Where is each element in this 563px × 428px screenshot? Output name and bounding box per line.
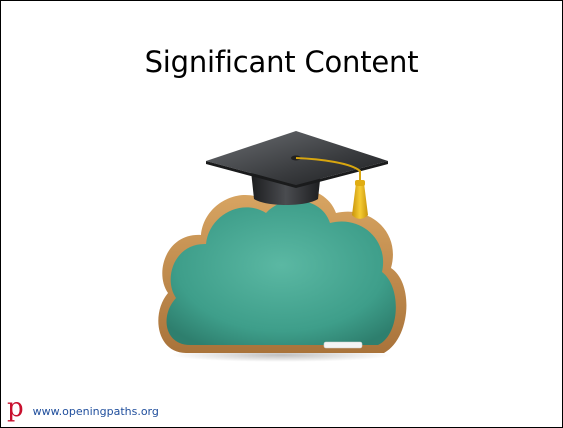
footer-url[interactable]: www.openingpaths.org — [32, 404, 159, 418]
tassel-cord — [295, 157, 361, 185]
slide-footer: p www.openingpaths.org — [7, 395, 159, 423]
chalk-stick — [323, 341, 363, 349]
cloud-chalkboard — [166, 200, 396, 345]
slide-title: Significant Content — [144, 45, 419, 79]
graduation-cloud-illustration — [158, 131, 407, 362]
opening-paths-logo: p — [7, 393, 24, 423]
tassel-icon — [352, 183, 368, 219]
